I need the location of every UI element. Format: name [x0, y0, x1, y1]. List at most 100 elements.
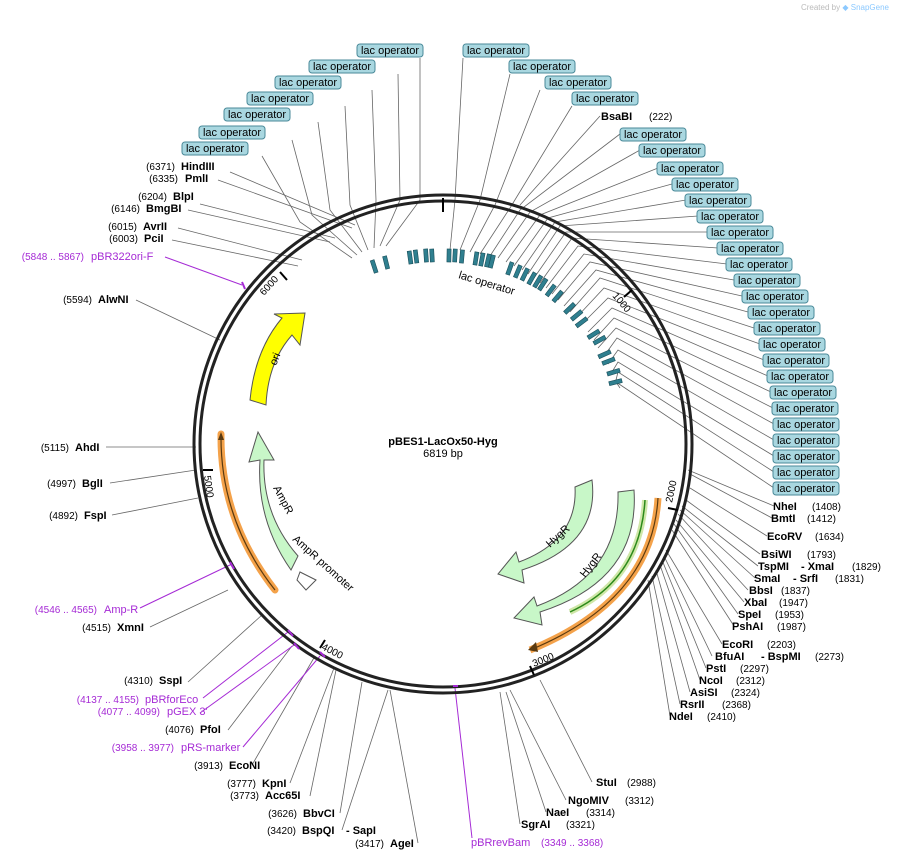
- svg-text:AgeI: AgeI: [390, 838, 414, 850]
- primer-label: (5848 .. 5867)pBR322ori-F: [22, 251, 154, 263]
- svg-text:BlpI: BlpI: [173, 191, 194, 203]
- snapgene-credit: Created by ◆ SnapGene: [801, 3, 889, 12]
- svg-text:lac operator: lac operator: [758, 323, 816, 335]
- svg-text:(2297): (2297): [740, 664, 769, 675]
- svg-text:(2368): (2368): [722, 700, 751, 711]
- svg-text:(1831): (1831): [835, 574, 864, 585]
- site-label: (6204)BlpI: [138, 191, 194, 203]
- svg-text:(1412): (1412): [807, 514, 836, 525]
- svg-text:BmgBI: BmgBI: [146, 203, 181, 215]
- site-label: (6146) BmgBI: [111, 203, 181, 215]
- svg-text:(2312): (2312): [736, 676, 765, 687]
- site-label: (4310)SspI: [124, 675, 182, 687]
- operator-label-box: lac operator: [356, 43, 424, 58]
- svg-text:(3773): (3773): [230, 791, 259, 802]
- site-label: XbaI(1947): [744, 597, 808, 609]
- svg-text:lac operator: lac operator: [361, 45, 419, 57]
- svg-text:BbsI: BbsI: [749, 585, 773, 597]
- operator-label-box: lac operator: [274, 75, 342, 90]
- site-label: (3626) BbvCI: [268, 808, 335, 820]
- svg-text:BfuAI: BfuAI: [715, 651, 744, 663]
- tick-label-6000: 6000: [258, 274, 281, 298]
- svg-text:lac operator: lac operator: [776, 403, 834, 415]
- site-label: (4076)PfoI: [165, 724, 221, 736]
- svg-text:BbvCI: BbvCI: [303, 808, 335, 820]
- svg-text:- XmaI: - XmaI: [801, 561, 834, 573]
- svg-text:lac operator: lac operator: [763, 339, 821, 351]
- svg-text:(3417): (3417): [355, 839, 384, 850]
- primer-label: (4137 .. 4155)pBRforEco: [77, 694, 198, 706]
- svg-text:PciI: PciI: [144, 233, 164, 245]
- svg-text:AsiSI: AsiSI: [690, 687, 718, 699]
- site-label: (6003)PciI: [109, 233, 163, 245]
- svg-text:lac operator: lac operator: [676, 179, 734, 191]
- svg-text:lac operator: lac operator: [279, 77, 337, 89]
- svg-text:PshAI: PshAI: [732, 621, 763, 633]
- operator-label-box: lac operator: [733, 273, 801, 288]
- svg-text:(2273): (2273): [815, 652, 844, 663]
- operator-labels-left: lac operator lac operator lac operator l…: [181, 43, 424, 156]
- svg-text:BsaBI: BsaBI: [601, 111, 632, 123]
- svg-text:(1793): (1793): [807, 550, 836, 561]
- svg-text:Acc65I: Acc65I: [265, 790, 300, 802]
- svg-text:(3777): (3777): [227, 779, 256, 790]
- svg-text:(2203): (2203): [767, 640, 796, 651]
- svg-text:(1837): (1837): [781, 586, 810, 597]
- site-label: (4892)FspI: [49, 510, 107, 522]
- ori-label: ori: [268, 351, 284, 367]
- svg-text:(6015): (6015): [108, 222, 137, 233]
- svg-text:(3312): (3312): [625, 796, 654, 807]
- svg-text:NdeI: NdeI: [669, 711, 693, 723]
- plasmid-name: pBES1-LacOx50-Hyg: [388, 436, 497, 448]
- svg-text:(4077 .. 4099): (4077 .. 4099): [98, 707, 160, 718]
- site-label: PshAI(1987): [732, 621, 806, 633]
- svg-text:pBR322ori-F: pBR322ori-F: [91, 251, 154, 263]
- svg-text:NheI: NheI: [773, 501, 797, 513]
- site-label: (3773) Acc65I: [230, 790, 300, 802]
- site-label: BsiWI(1793): [761, 549, 836, 561]
- svg-text:(6371): (6371): [146, 162, 175, 173]
- site-label: NgoMIV(3312): [568, 795, 654, 807]
- svg-text:lac operator: lac operator: [777, 435, 835, 447]
- svg-text:lac operator: lac operator: [467, 45, 525, 57]
- operator-label-box: lac operator: [769, 385, 837, 400]
- primer-label: pBRrevBam(3349 .. 3368): [471, 837, 603, 849]
- site-label: (4515)XmnI: [82, 622, 144, 634]
- svg-text:(5115): (5115): [41, 443, 69, 454]
- svg-text:XmnI: XmnI: [117, 622, 144, 634]
- svg-text:SmaI: SmaI: [754, 573, 780, 585]
- tick-label-5000: 5000: [201, 475, 215, 499]
- site-label: NcoI(2312): [699, 675, 765, 687]
- svg-text:(222): (222): [649, 112, 672, 123]
- svg-text:lac operator: lac operator: [624, 129, 682, 141]
- svg-text:(4546 .. 4565): (4546 .. 4565): [35, 605, 97, 616]
- operator-label-box: lac operator: [223, 107, 291, 122]
- hygr-arrow-outer: [513, 489, 635, 626]
- svg-text:BmtI: BmtI: [771, 513, 795, 525]
- svg-text:(5594): (5594): [63, 295, 92, 306]
- primer-labels: (5848 .. 5867)pBR322ori-F (4546 .. 4565)…: [22, 251, 604, 849]
- svg-text:(4076): (4076): [165, 725, 194, 736]
- operator-label-box: lac operator: [706, 225, 774, 240]
- svg-text:- SapI: - SapI: [346, 825, 376, 837]
- svg-text:RsrII: RsrII: [680, 699, 704, 711]
- svg-text:pRS-marker: pRS-marker: [181, 742, 241, 754]
- site-label: NdeI (2410): [669, 711, 736, 723]
- svg-text:SgrAI: SgrAI: [521, 819, 550, 831]
- svg-text:(2410): (2410): [707, 712, 736, 723]
- credit-prefix: Created by: [800, 3, 841, 12]
- svg-text:(4137 .. 4155): (4137 .. 4155): [77, 695, 139, 706]
- svg-text:(6146): (6146): [111, 204, 140, 215]
- svg-text:(3321): (3321): [566, 820, 595, 831]
- svg-text:lac operator: lac operator: [661, 163, 719, 175]
- site-label: (6371)HindIII: [146, 161, 215, 173]
- svg-text:lac operator: lac operator: [738, 275, 796, 287]
- site-label: EcoRV(1634): [767, 531, 844, 543]
- operator-label-box: lac operator: [462, 43, 530, 58]
- svg-text:lac operator: lac operator: [251, 93, 309, 105]
- operator-label-box: lac operator: [571, 91, 639, 106]
- svg-text:(3626): (3626): [268, 809, 297, 820]
- svg-text:- SrfI: - SrfI: [793, 573, 818, 585]
- site-label: BmtI (1412): [771, 513, 836, 525]
